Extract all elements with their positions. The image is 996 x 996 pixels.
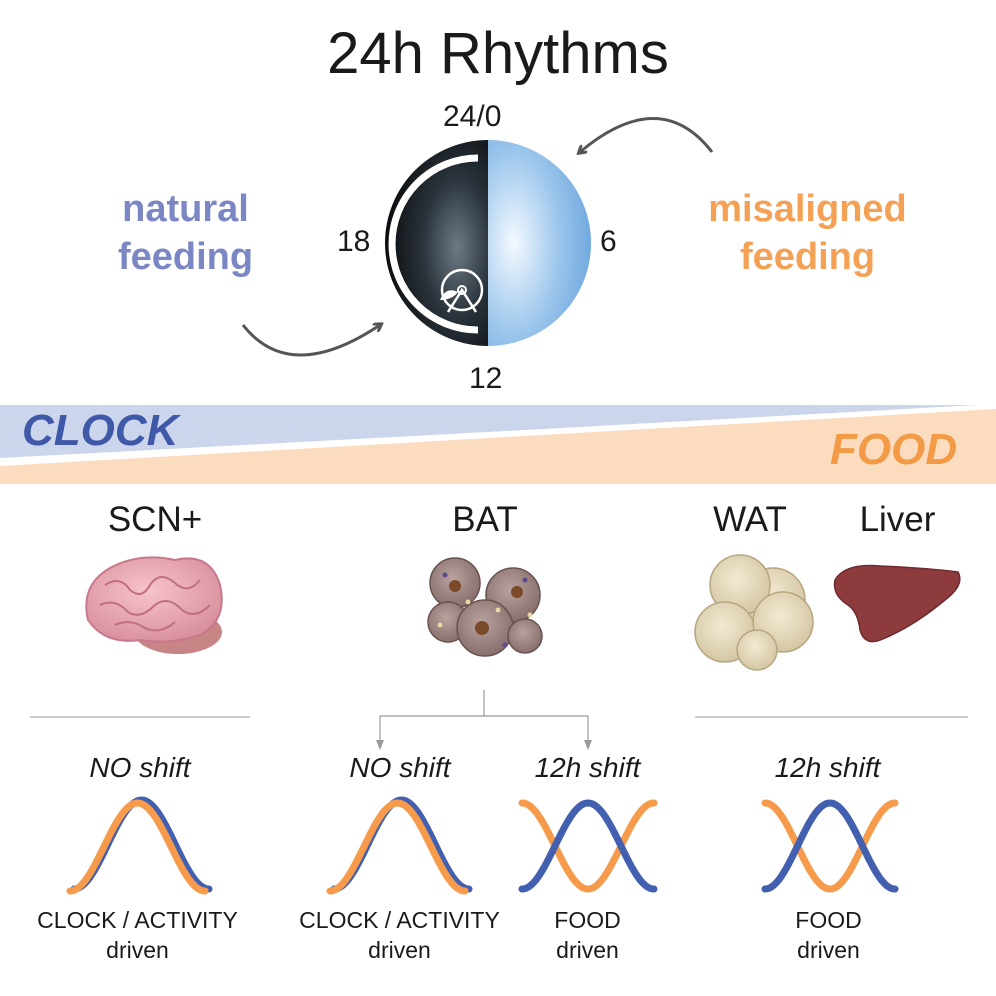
food-band-label: FOOD: [830, 425, 958, 474]
clock-band-label: CLOCK: [22, 406, 179, 455]
clock-label-left: 18: [337, 225, 371, 258]
tissue-label-bat: BAT: [452, 500, 518, 539]
driver-label-wat-liver: FOOD driven: [795, 907, 862, 963]
food-band: [0, 409, 996, 484]
bat-cells-icon: [427, 557, 543, 657]
misaligned-feeding-arrow: [580, 117, 714, 153]
shift-label-bat-clock: NO shift: [349, 752, 451, 783]
driver-label-bat-clock: CLOCK / ACTIVITY driven: [299, 907, 500, 963]
curve-orange-bat-food: [518, 799, 658, 893]
tissue-label-liver: Liver: [859, 500, 936, 539]
clock-label-bottom: 12: [469, 362, 503, 395]
driver-label-scn: CLOCK / ACTIVITY driven: [37, 907, 238, 963]
wat-cells-icon: [694, 554, 814, 671]
running-wheel-icon: [440, 268, 484, 313]
tissue-label-scn: SCN+: [107, 500, 203, 539]
curve-orange-bat-clock: [326, 799, 469, 895]
driver-label-bat-food: FOOD driven: [554, 907, 621, 963]
tissue-label-wat: WAT: [713, 500, 787, 539]
shift-label-scn: NO shift: [89, 752, 191, 783]
curve-orange-scn: [66, 799, 209, 895]
natural-feeding-label: natural feeding: [117, 188, 254, 278]
natural-feeding-arrow: [241, 325, 380, 357]
curve-blue-wat-liver: [761, 799, 899, 893]
curve-orange-wat-liver: [761, 799, 899, 893]
curve-blue-bat-food: [518, 799, 658, 893]
clock-face: [385, 140, 591, 346]
page-title: 24h Rhythms: [327, 21, 669, 86]
liver-icon: [833, 564, 961, 643]
clock-label-top: 24/0: [443, 100, 502, 133]
shift-label-wat-liver: 12h shift: [774, 752, 881, 783]
clock-label-right: 6: [600, 225, 617, 258]
brain-icon: [85, 556, 223, 654]
misaligned-feeding-label: misaligned feeding: [708, 188, 907, 278]
shift-label-bat-food: 12h shift: [534, 752, 641, 783]
rhythm-curves: [66, 796, 899, 895]
